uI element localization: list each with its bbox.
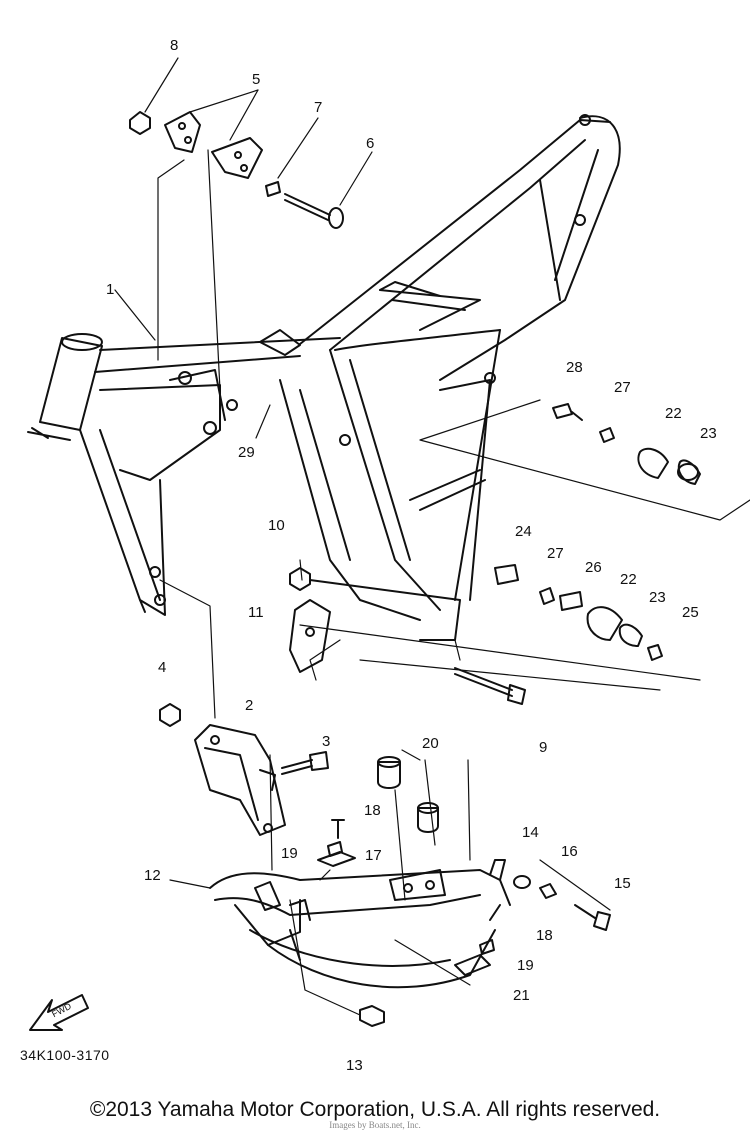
main-frame xyxy=(27,114,621,641)
part-label-25: 25 xyxy=(682,604,699,621)
part-label-19: 19 xyxy=(281,845,298,862)
part-label-16: 16 xyxy=(561,843,578,860)
part-label-19: 19 xyxy=(517,957,534,974)
bolt-6 xyxy=(265,181,344,229)
washer-14 xyxy=(513,875,531,889)
part-label-22: 22 xyxy=(620,571,637,588)
part-labels: 8 5 7 6 1 29 28 27 22 23 24 27 26 22 23 … xyxy=(50,37,717,1074)
engine-mount-plates xyxy=(164,111,263,179)
part-label-11: 11 xyxy=(248,604,264,621)
part-label-23: 23 xyxy=(700,425,717,442)
part-label-14: 14 xyxy=(522,824,539,841)
drawing-code: 34K100-3170 xyxy=(20,1047,110,1063)
part-label-7: 7 xyxy=(314,99,322,116)
washer-16 xyxy=(539,883,557,899)
engine-guard-2 xyxy=(194,724,286,836)
part-label-13: 13 xyxy=(346,1057,363,1074)
mount-hardware-upper xyxy=(552,403,701,485)
part-label-27: 27 xyxy=(547,545,564,562)
clips-17-19 xyxy=(317,819,501,976)
part-label-28: 28 xyxy=(566,359,583,376)
part-label-18: 18 xyxy=(364,802,381,819)
part-label-9: 9 xyxy=(539,739,547,756)
part-label-6: 6 xyxy=(366,135,374,152)
part-label-26: 26 xyxy=(585,559,602,576)
watermark-text: Images by Boats.net, Inc. xyxy=(329,1120,421,1130)
part-label-5: 5 xyxy=(252,71,260,88)
bolt-3 xyxy=(281,751,329,775)
part-label-4: 4 xyxy=(158,659,166,676)
part-label-22: 22 xyxy=(665,405,682,422)
part-label-12: 12 xyxy=(144,867,161,884)
nut-10 xyxy=(289,567,311,591)
part-label-24: 24 xyxy=(515,523,532,540)
part-label-10: 10 xyxy=(268,517,285,534)
mount-hardware-lower xyxy=(494,564,663,661)
bolt-13 xyxy=(359,1005,385,1027)
part-label-29: 29 xyxy=(238,444,255,461)
part-label-2: 2 xyxy=(245,697,253,714)
fwd-arrow-icon xyxy=(29,994,89,1031)
bolt-15 xyxy=(574,904,611,931)
nut-4 xyxy=(159,703,181,727)
bracket-11 xyxy=(289,599,331,673)
part-label-23: 23 xyxy=(649,589,666,606)
part-label-27: 27 xyxy=(614,379,631,396)
damper-20 xyxy=(377,756,439,833)
part-label-15: 15 xyxy=(614,875,631,892)
frame-parts-diagram: 8 5 7 6 1 29 28 27 22 23 24 27 26 22 23 … xyxy=(27,37,750,1074)
part-label-8: 8 xyxy=(170,37,178,54)
copyright-notice: ©2013 Yamaha Motor Corporation, U.S.A. A… xyxy=(89,1098,661,1121)
part-label-3: 3 xyxy=(322,733,330,750)
nut-8 xyxy=(129,111,151,135)
part-label-21: 21 xyxy=(513,987,530,1004)
part-label-18: 18 xyxy=(536,927,553,944)
skid-plate-12 xyxy=(209,859,511,989)
part-label-17: 17 xyxy=(365,847,382,864)
part-label-20: 20 xyxy=(422,735,439,752)
part-label-1: 1 xyxy=(106,281,114,298)
bolt-9 xyxy=(454,667,526,705)
